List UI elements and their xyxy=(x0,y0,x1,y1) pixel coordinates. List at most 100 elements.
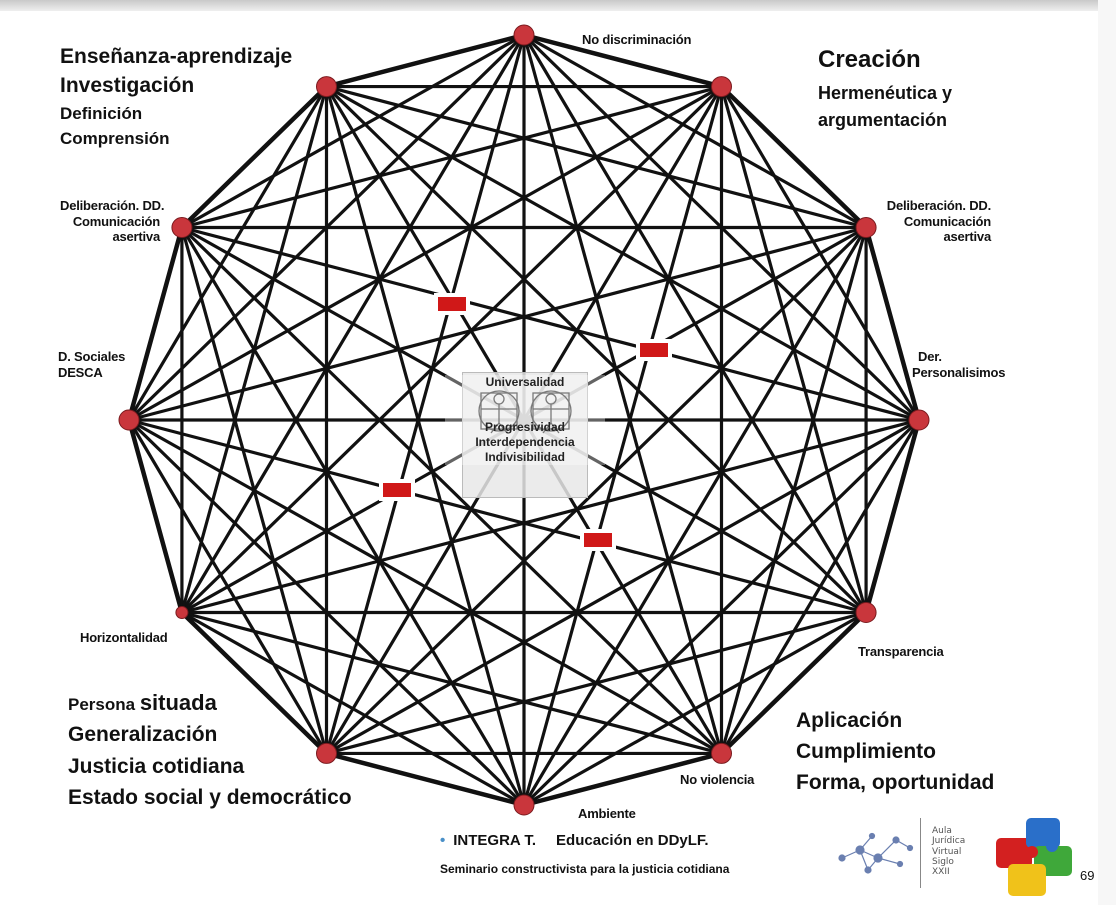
definicion-text: Definición xyxy=(60,104,143,124)
aula-line-3: Virtual xyxy=(932,846,962,857)
generalizacion-text: Generalización xyxy=(68,723,218,747)
comprension-text: Comprensión xyxy=(60,128,170,148)
red-marker-1 xyxy=(438,297,466,311)
investigacion-text: Investigación xyxy=(60,74,195,98)
edge-d_sociales-deliberacion_left xyxy=(126,225,185,423)
label-transparencia: Transparencia xyxy=(858,644,944,659)
label-ambiente: Ambiente xyxy=(578,806,636,821)
argumentacion-text: argumentación xyxy=(818,110,948,131)
edge-der_personalisimos-deliberacion_left xyxy=(180,225,921,422)
node-der_personalisimos xyxy=(908,409,930,431)
edge-no_discriminacion-persona_node xyxy=(324,33,526,756)
label-der-personalisimos-2: Personalisimos xyxy=(912,364,1006,380)
label-deliberacion-left-3: asertiva xyxy=(112,229,160,245)
edge-ambiente-persona_node xyxy=(324,751,527,808)
aula-line-1: Aula xyxy=(932,826,952,836)
edge-ambiente-ensenanza_node xyxy=(324,84,526,807)
label-horizontalidad: Horizontalidad xyxy=(80,630,168,645)
node-transparencia xyxy=(855,602,877,623)
center-interdependencia: Interdependencia xyxy=(445,435,605,450)
node-horizontalidad xyxy=(175,606,189,619)
red-markers-group xyxy=(379,293,672,551)
aula-line-2: Jurídica xyxy=(932,836,966,847)
edge-persona_node-horizontalidad xyxy=(179,610,329,756)
ensenanza-aprendizaje-text: Enseñanza-aprendizaje xyxy=(60,45,293,68)
label-der-personalisimos: Der. Personalisimos xyxy=(912,349,1006,380)
aula-line-5: XXII xyxy=(932,867,950,878)
node-creacion_node xyxy=(711,76,732,98)
edge-creacion_node-horizontalidad xyxy=(180,84,724,615)
label-deliberacion-left-2: Comunicación xyxy=(72,213,160,229)
label-deliberacion-left-1: Deliberación. DD. xyxy=(60,198,165,213)
node-ambiente xyxy=(513,794,535,816)
corner-top-right: Creación Hermenéutica y argumentación xyxy=(818,46,952,132)
edge-deliberacion_left-ensenanza_node xyxy=(179,84,329,230)
corner-bottom-right: Aplicación Cumplimiento Forma, oportunid… xyxy=(796,708,994,796)
edge-der_personalisimos-horizontalidad xyxy=(180,418,921,615)
label-no-discriminacion: No discriminación xyxy=(582,32,692,47)
edge-no_discriminacion-creacion_node xyxy=(521,32,724,89)
edge-persona_node-d_sociales xyxy=(127,418,329,756)
footer-title-a: INTEGRA T. xyxy=(453,832,537,849)
estado-social-text: Estado social y democrático xyxy=(68,785,352,809)
edge-no_discriminacion-no_violencia xyxy=(522,33,724,756)
center-progresividad: Progresividad xyxy=(445,420,605,435)
edge-horizontalidad-ensenanza_node xyxy=(180,84,329,615)
page-number: 69 xyxy=(1080,868,1095,883)
edge-horizontalidad-d_sociales xyxy=(126,417,185,615)
aula-line-4: Siglo xyxy=(932,857,954,868)
justicia-cotidiana-text: Justicia cotidiana xyxy=(68,754,245,778)
edge-no_discriminacion-ensenanza_node xyxy=(324,32,527,89)
corner-bottom-left: Persona situada Generalización Justicia … xyxy=(68,690,352,810)
edge-deliberacion_right-ensenanza_node xyxy=(324,84,868,230)
label-d-sociales: D. Sociales DESCA xyxy=(58,349,125,380)
aplicacion-text: Aplicación xyxy=(796,709,903,732)
persona-text: Persona xyxy=(68,695,140,714)
node-no_violencia xyxy=(711,742,732,764)
edge-ambiente-deliberacion_left xyxy=(180,225,526,807)
edge-deliberacion_right-d_sociales xyxy=(127,225,868,422)
node-deliberacion_left xyxy=(171,217,193,238)
node-deliberacion_right xyxy=(855,217,877,238)
edge-no_violencia-ambiente xyxy=(521,751,724,808)
edge-no_violencia-deliberacion_left xyxy=(180,225,724,756)
label-d-sociales-2: DESCA xyxy=(58,364,103,380)
edge-ambiente-horizontalidad xyxy=(180,610,526,807)
forma-oportunidad-text: Forma, oportunidad xyxy=(796,771,995,795)
logo-separator xyxy=(920,818,921,888)
corner-top-left: Enseñanza-aprendizaje Investigación Defi… xyxy=(60,44,292,149)
edge-deliberacion_right-der_personalisimos xyxy=(863,225,922,423)
edge-der_personalisimos-transparencia xyxy=(863,417,922,615)
aula-juridica-logo: Aula Jurídica Virtual Siglo XXII xyxy=(932,826,965,878)
footer-title-b: Educación en DDyLF. xyxy=(556,832,709,849)
edge-deliberacion_right-persona_node xyxy=(324,225,868,756)
red-marker-3 xyxy=(383,483,411,497)
edge-transparencia-d_sociales xyxy=(127,418,868,615)
footer-title: •INTEGRA T.Educación en DDyLF. xyxy=(440,832,709,849)
situada-text: situada xyxy=(139,690,217,715)
edges-group xyxy=(126,32,922,808)
vitruvian-figures-icon xyxy=(478,390,572,434)
network-logo-icon xyxy=(838,832,914,874)
red-marker-2 xyxy=(640,343,668,357)
center-indivisibilidad: Indivisibilidad xyxy=(445,450,605,465)
label-deliberacion-right: Deliberación. DD. Comunicación asertiva xyxy=(866,198,991,245)
edge-creacion_node-deliberacion_right xyxy=(719,84,869,230)
label-deliberacion-left: Deliberación. DD. Comunicación asertiva xyxy=(60,198,165,245)
node-d_sociales xyxy=(118,409,140,431)
label-deliberacion-right-3: asertiva xyxy=(943,229,991,245)
label-no-violencia: No violencia xyxy=(680,772,755,787)
cumplimiento-text: Cumplimiento xyxy=(796,740,936,764)
edge-transparencia-no_violencia xyxy=(719,610,869,756)
creacion-text: Creación xyxy=(818,46,921,73)
node-persona_node xyxy=(316,742,337,764)
top-bar xyxy=(0,0,1098,11)
nodes-group xyxy=(118,24,930,816)
puzzle-pieces-icon xyxy=(996,818,1072,896)
center-universalidad: Universalidad xyxy=(445,375,605,390)
edge-creacion_node-ambiente xyxy=(522,84,724,807)
right-margin xyxy=(1098,0,1116,905)
edge-transparencia-ensenanza_node xyxy=(324,84,868,615)
edge-persona_node-deliberacion_left xyxy=(180,225,329,756)
edge-der_personalisimos-ensenanza_node xyxy=(324,84,921,422)
